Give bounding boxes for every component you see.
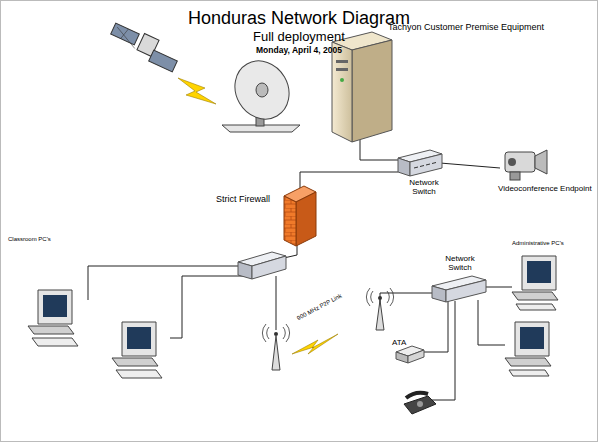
- subtitle: Full deployment: [253, 30, 345, 45]
- link-label: 900 MHz P2P Link: [296, 293, 343, 322]
- device-label: Network Switch: [436, 254, 484, 272]
- group-label: Classroom PC's: [8, 236, 51, 243]
- device-label: Strict Firewall: [216, 194, 270, 204]
- ata-adapter: [396, 346, 424, 363]
- telephone: [404, 393, 436, 414]
- radio-antenna: [262, 324, 289, 370]
- device-label: ATA: [392, 338, 406, 347]
- network-switch: [398, 150, 442, 176]
- video-camera: [505, 150, 547, 180]
- group-label: Administrative PC's: [512, 240, 564, 247]
- wireless-bolt: [292, 334, 338, 354]
- device-label: Network Switch: [400, 178, 448, 196]
- radio-antenna: [366, 288, 393, 330]
- wireless-bolt: [178, 78, 216, 104]
- firewall: [284, 186, 316, 246]
- classroom-pc: [112, 322, 162, 378]
- satellite: [111, 23, 178, 72]
- network-switch: [432, 276, 486, 302]
- date-label: Monday, April 4, 2005: [256, 46, 342, 56]
- administrative-pc: [505, 322, 551, 376]
- satellite-dish: [222, 51, 300, 132]
- device-label: Videoconference Endpoint: [498, 184, 592, 193]
- administrative-pc: [512, 256, 558, 310]
- network-switch: [238, 252, 286, 279]
- device-label: Tachyon Customer Premise Equipment: [388, 22, 544, 32]
- classroom-pc: [28, 290, 78, 346]
- diagram-title: Honduras Network Diagram: [188, 8, 410, 29]
